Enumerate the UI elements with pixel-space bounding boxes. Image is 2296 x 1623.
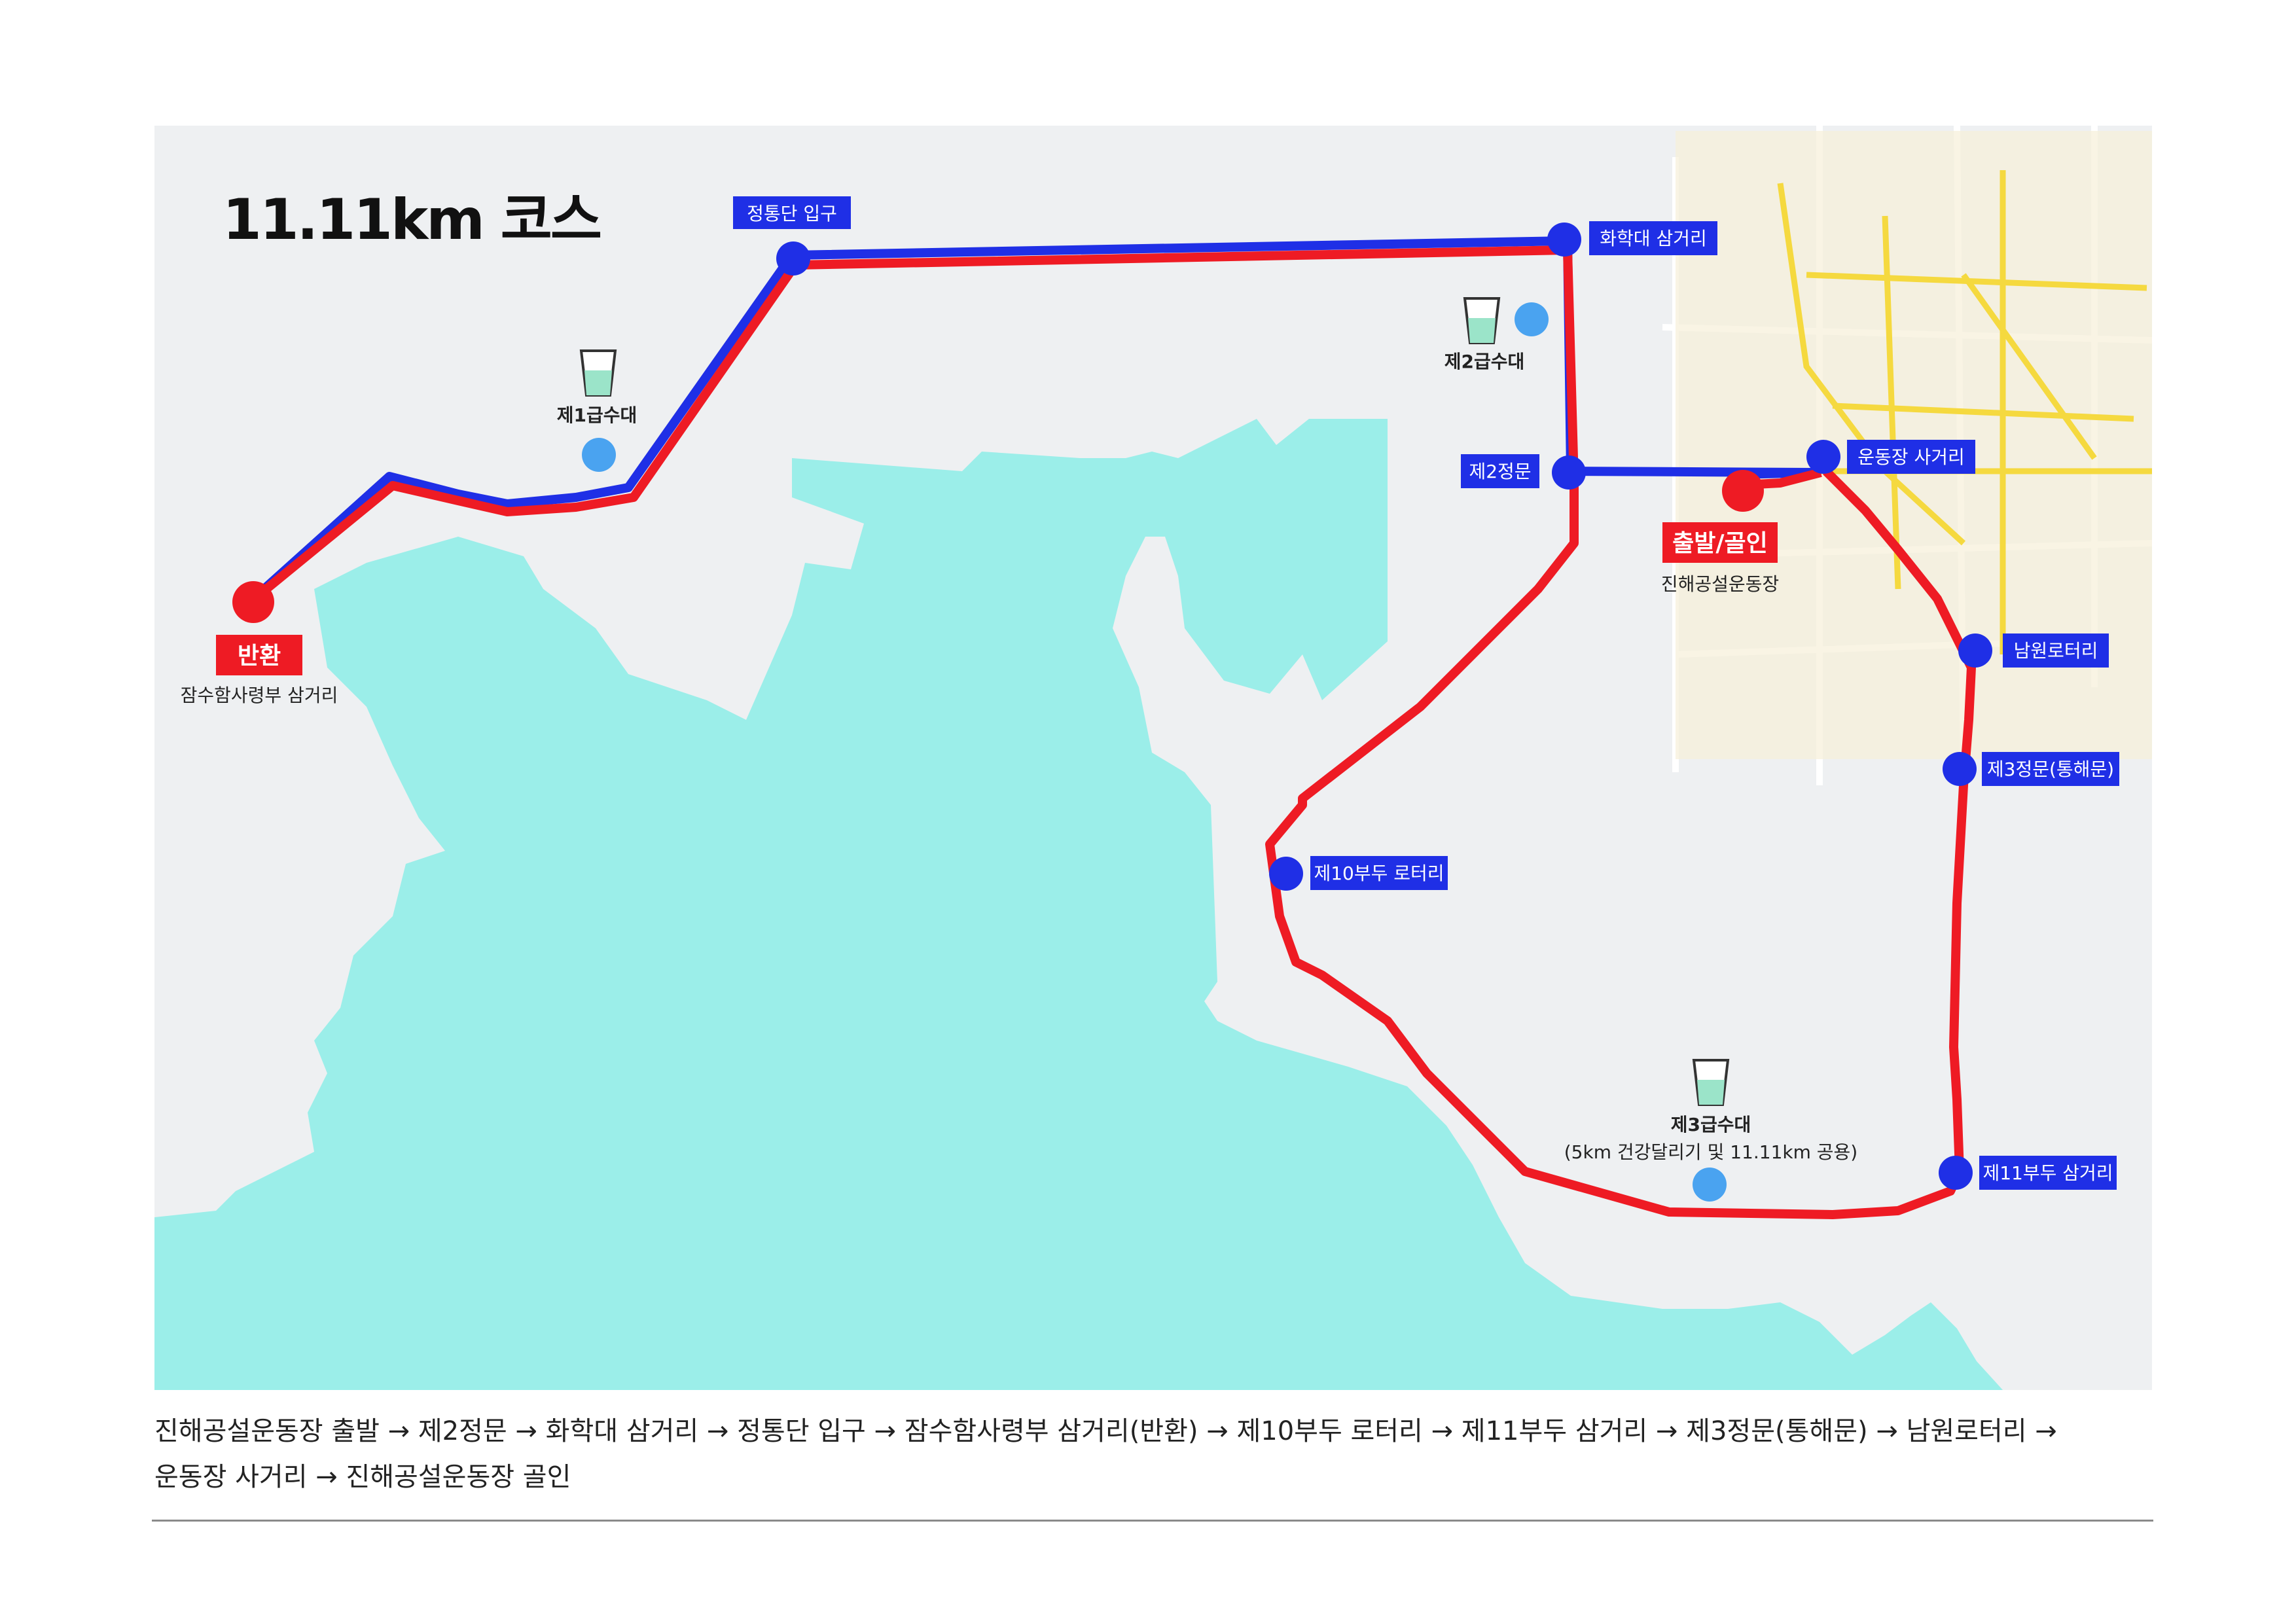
- water-dot-3: [1693, 1168, 1727, 1202]
- turn-label-box: [216, 635, 302, 675]
- dot-jeongtongdan: [776, 241, 810, 276]
- label-jeongtongdan: 정통단 입구: [747, 203, 837, 224]
- label-gate2: 제2정문: [1469, 461, 1531, 482]
- water-label-1: 제1급수대: [557, 404, 637, 426]
- route-description-line1: 진해공설운동장 출발 → 제2정문 → 화학대 삼거리 → 정통단 입구 → 잠…: [154, 1416, 2057, 1446]
- dot-pier10: [1269, 857, 1303, 891]
- water-cup-icon: [579, 349, 617, 397]
- start-sublabel: 진해공설운동장: [1661, 573, 1779, 595]
- water-cup-icon: [1692, 1059, 1730, 1106]
- turn-sublabel: 잠수함사령부 삼거리: [181, 685, 338, 706]
- water-label-3-note: (5km 건강달리기 및 11.11km 공용): [1564, 1141, 1857, 1163]
- dot-stadium-crossroad: [1806, 440, 1840, 474]
- water-dot-2: [1515, 302, 1549, 336]
- label-gate3: 제3정문(통해문): [1987, 758, 2114, 780]
- turn-marker: [232, 581, 274, 623]
- map-sea: [154, 419, 2003, 1390]
- route-description-line2: 운동장 사거리 → 진해공설운동장 골인: [154, 1462, 571, 1492]
- route-outbound: [257, 236, 1818, 596]
- checkpoint-dots: [776, 223, 1992, 1190]
- label-pier10: 제10부두 로터리: [1314, 863, 1444, 884]
- course-title: 11.11km 코스: [223, 187, 601, 253]
- label-stadium-crossroad: 운동장 사거리: [1857, 446, 1964, 468]
- checkpoint-labels: 정통단 입구 화학대 삼거리 제2정문 운동장 사거리 남원로터리 제3정문(통…: [733, 196, 2119, 1190]
- dot-pier11: [1939, 1156, 1973, 1190]
- dot-gate2: [1552, 455, 1586, 490]
- water-dots: [582, 302, 1727, 1202]
- water-cup-icon: [1463, 297, 1501, 344]
- dot-namwon: [1958, 633, 1992, 668]
- dot-gate3: [1943, 752, 1977, 786]
- turn-label: 반환: [238, 643, 281, 669]
- start-label-box: [1662, 522, 1778, 563]
- water-label-3: 제3급수대: [1671, 1114, 1751, 1135]
- divider: [152, 1520, 2153, 1522]
- label-hwahakdae: 화학대 삼거리: [1600, 228, 1706, 249]
- water-label-2: 제2급수대: [1444, 351, 1525, 372]
- label-namwon: 남원로터리: [2014, 640, 2098, 662]
- start-marker: [1722, 470, 1764, 512]
- water-dot-1: [582, 438, 616, 472]
- label-pier11: 제11부두 삼거리: [1982, 1162, 2113, 1184]
- dot-hwahakdae: [1547, 223, 1581, 257]
- start-label: 출발/골인: [1672, 530, 1768, 557]
